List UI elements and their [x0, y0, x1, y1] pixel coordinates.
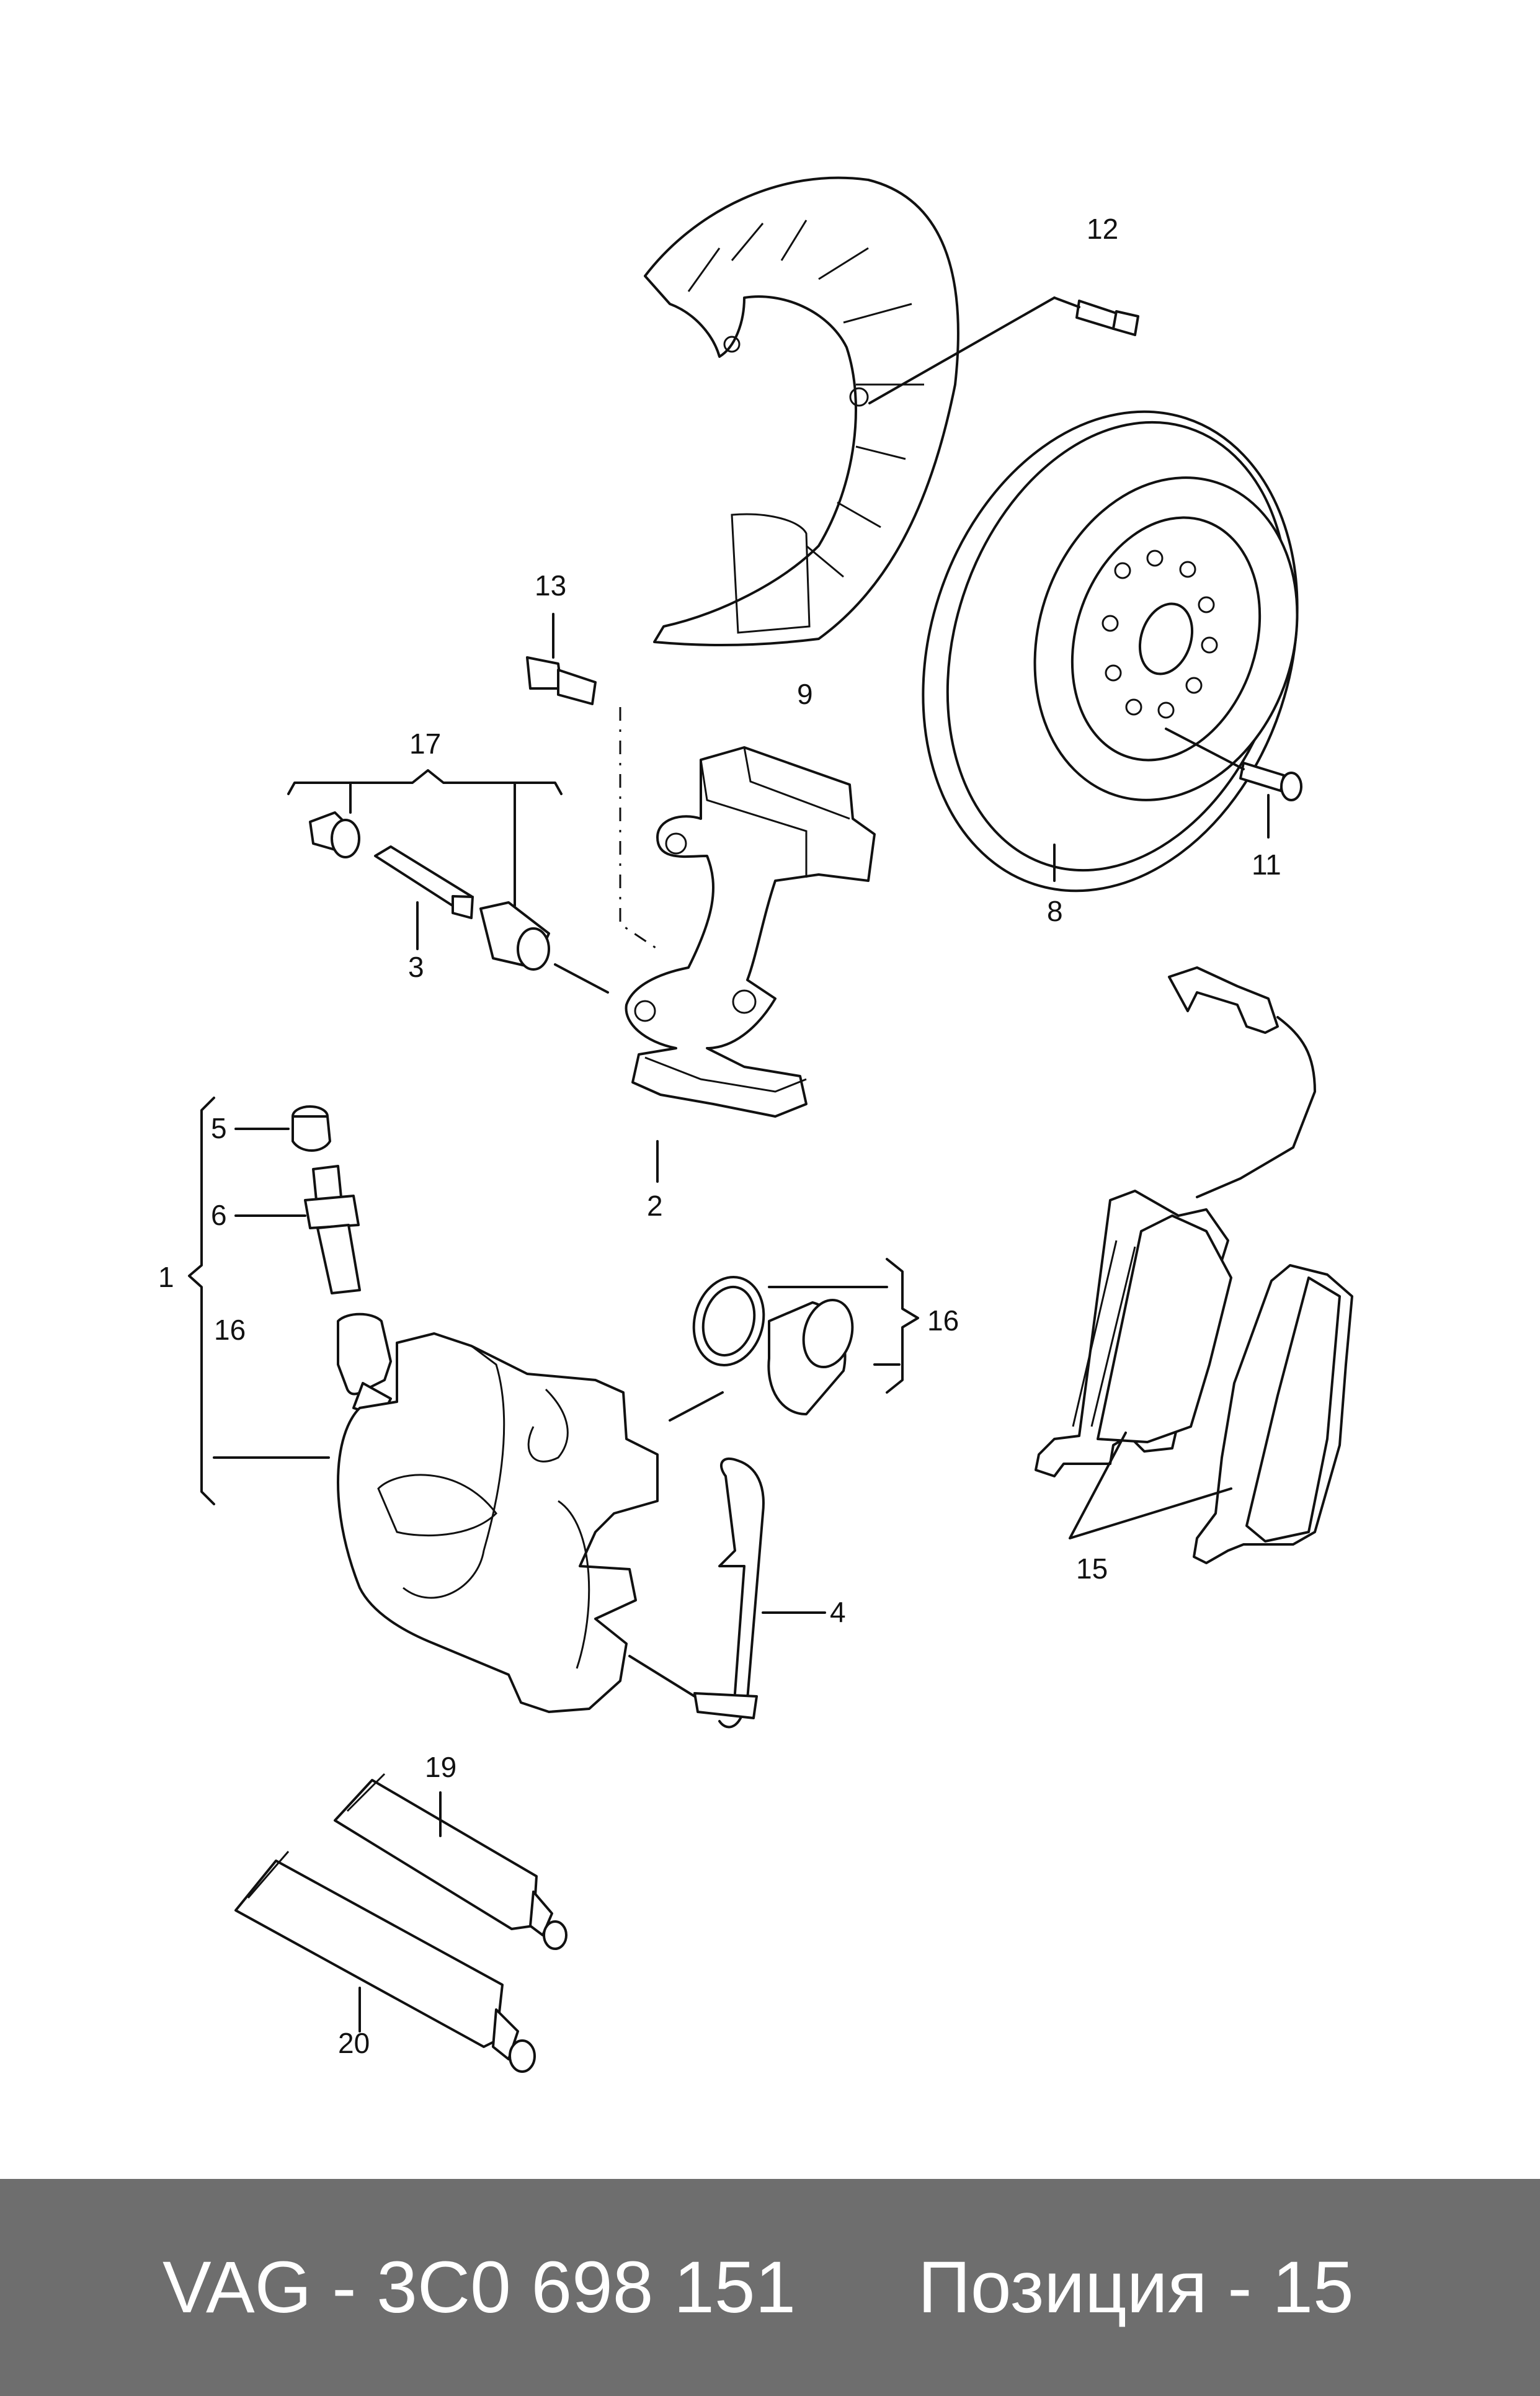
grease-tube-part-19	[334, 1773, 567, 1950]
bolt-part-13	[526, 613, 658, 950]
brake-disc-part-8	[922, 410, 1299, 893]
callout-16-right: 16	[927, 1304, 959, 1337]
callout-15: 15	[1076, 1552, 1108, 1585]
bolt-part-12	[868, 296, 1139, 404]
bleed-screw-part-6	[234, 1165, 361, 1294]
grease-tube-part-20	[234, 1851, 536, 2073]
dust-shield-part-9	[644, 176, 959, 646]
position-label: Позиция - 15	[918, 2247, 1354, 2328]
part-number-label: VAG - 3C0 698 151	[162, 2247, 796, 2328]
callout-16-left: 16	[214, 1314, 246, 1346]
callout-4: 4	[830, 1596, 846, 1628]
callout-9: 9	[797, 678, 813, 710]
callout-6: 6	[211, 1199, 227, 1231]
guide-pin-kit-part-17	[287, 769, 609, 994]
screw-part-11	[1165, 728, 1302, 839]
callout-20: 20	[338, 2027, 370, 2059]
brake-exploded-diagram: 12 13 17 3 9 8 11 5 6 1 16 2 16 15 4 19 …	[158, 176, 1353, 2073]
callout-12: 12	[1087, 213, 1118, 245]
bleed-cap-part-5	[234, 1105, 331, 1152]
brake-pads-part-15	[1035, 966, 1353, 1564]
piston-seal-part-16	[692, 1258, 919, 1415]
callout-8: 8	[1047, 895, 1063, 927]
callout-5: 5	[211, 1112, 227, 1144]
callout-3: 3	[408, 951, 424, 983]
caliper-assembly-bracket-part-1	[188, 1097, 330, 1505]
caliper-carrier-part-2	[625, 746, 876, 1183]
callout-2: 2	[647, 1190, 663, 1222]
callout-19: 19	[425, 1751, 456, 1783]
callout-1: 1	[158, 1261, 174, 1293]
callout-11: 11	[1252, 848, 1281, 881]
retaining-spring-part-4	[628, 1457, 826, 1729]
caliper-housing	[337, 1312, 724, 1713]
callout-17: 17	[409, 728, 441, 760]
footer-banner: VAG - 3C0 698 151 Позиция - 15	[0, 2179, 1540, 2396]
callout-13: 13	[535, 569, 566, 602]
